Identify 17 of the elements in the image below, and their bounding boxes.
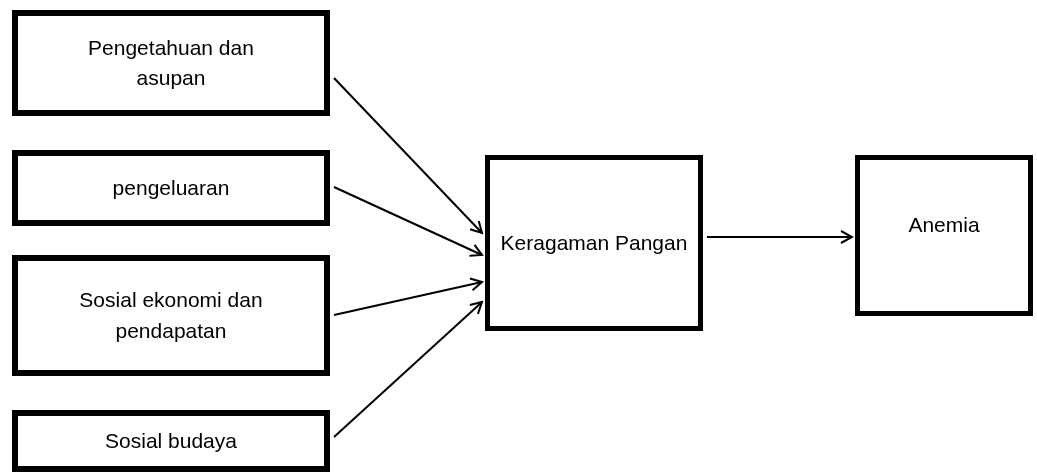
arrow xyxy=(333,186,483,257)
process-box xyxy=(12,410,330,472)
box-label: Keragaman Pangan xyxy=(500,229,688,256)
arrow xyxy=(333,277,483,316)
arrow xyxy=(333,77,483,234)
box-label: pengeluaran xyxy=(112,174,230,201)
box-label: Sosial ekonomi dan pendapatan xyxy=(78,287,264,344)
process-box xyxy=(485,155,703,331)
process-box xyxy=(855,155,1033,316)
arrow xyxy=(706,230,853,244)
process-box xyxy=(12,150,330,226)
box-label: Pengetahuan dan asupan xyxy=(87,34,255,91)
process-box xyxy=(12,255,330,376)
arrow xyxy=(333,301,483,438)
process-box xyxy=(12,10,330,116)
box-label: Anemia xyxy=(908,212,980,238)
box-label: Sosial budaya xyxy=(105,427,237,454)
